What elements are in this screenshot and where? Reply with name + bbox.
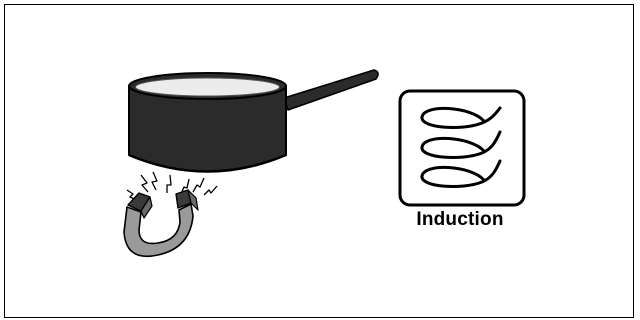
pan-handle	[284, 70, 378, 110]
spark-1	[141, 175, 148, 192]
saucepan-icon	[129, 70, 378, 172]
spark-6	[204, 186, 217, 195]
spark-2	[152, 172, 157, 190]
induction-symbol-box	[400, 91, 524, 205]
horseshoe-magnet-icon	[124, 190, 198, 256]
spark-3	[167, 175, 171, 193]
pan-water	[136, 78, 280, 96]
induction-caption: Induction	[396, 209, 524, 231]
induction-coil-icon	[400, 91, 524, 205]
spark-5	[193, 178, 204, 192]
magnet-arc	[124, 204, 193, 256]
